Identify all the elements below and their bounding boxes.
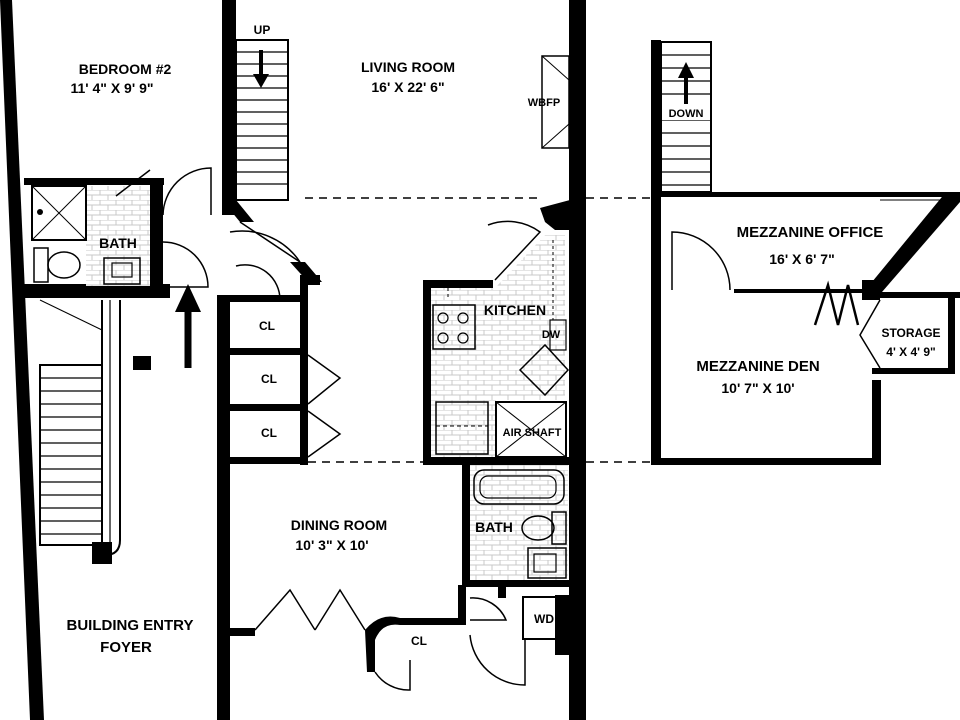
living-room-dim: 16' X 22' 6" [371, 79, 444, 95]
bath-left-label: BATH [99, 235, 137, 251]
air-shaft-label: AIR SHAFT [503, 427, 562, 439]
fireplace [541, 55, 570, 149]
kitchen-label: KITCHEN [484, 302, 546, 318]
closet-2-label: CL [261, 372, 277, 386]
bath-center-label: BATH [475, 519, 513, 535]
air-shaft [495, 401, 567, 458]
labels: BEDROOM #2 11' 4" X 9' 9" UP LIVING ROOM… [67, 23, 941, 656]
mezz-den-name: MEZZANINE DEN [696, 358, 819, 375]
mezz-office-name: MEZZANINE OFFICE [737, 224, 884, 241]
doors [162, 167, 881, 691]
bedroom2-name: BEDROOM #2 [79, 61, 172, 77]
up-arrow-icon [678, 62, 694, 104]
dw-label: DW [542, 329, 561, 341]
washer-dryer [522, 596, 566, 640]
dining-room-dim: 10' 3" X 10' [295, 537, 368, 553]
closet-1-label: CL [259, 319, 275, 333]
bedroom2-dim: 11' 4" X 9' 9" [71, 80, 154, 96]
kitchen-fixtures [425, 235, 570, 458]
dining-room-name: DINING ROOM [291, 517, 387, 533]
storage-dim: 4' X 4' 9" [886, 345, 935, 359]
mezzanine-fixtures [813, 199, 946, 326]
entry-line1: BUILDING ENTRY [67, 617, 194, 634]
bath-left [31, 169, 151, 286]
entry-arrow-icon [175, 284, 201, 368]
stairs-entry [39, 299, 121, 556]
mezz-den-dim: 10' 7" X 10' [721, 380, 794, 396]
entry-line2: FOYER [100, 639, 152, 656]
storage-name: STORAGE [881, 326, 940, 340]
stairs-down-label: DOWN [669, 108, 704, 120]
bath-center [470, 465, 568, 580]
mezz-office-dim: 16' X 6' 7" [769, 251, 834, 267]
wbfp-label: WBFP [528, 97, 560, 109]
down-arrow-icon [253, 50, 269, 88]
living-room-name: LIVING ROOM [361, 59, 455, 75]
stairs-living [235, 39, 289, 201]
stairs-up-label: UP [254, 23, 271, 37]
closet-4-label: CL [411, 634, 427, 648]
closet-3-label: CL [261, 426, 277, 440]
wd-label: WD [534, 612, 554, 626]
alignment-lines [305, 197, 650, 463]
